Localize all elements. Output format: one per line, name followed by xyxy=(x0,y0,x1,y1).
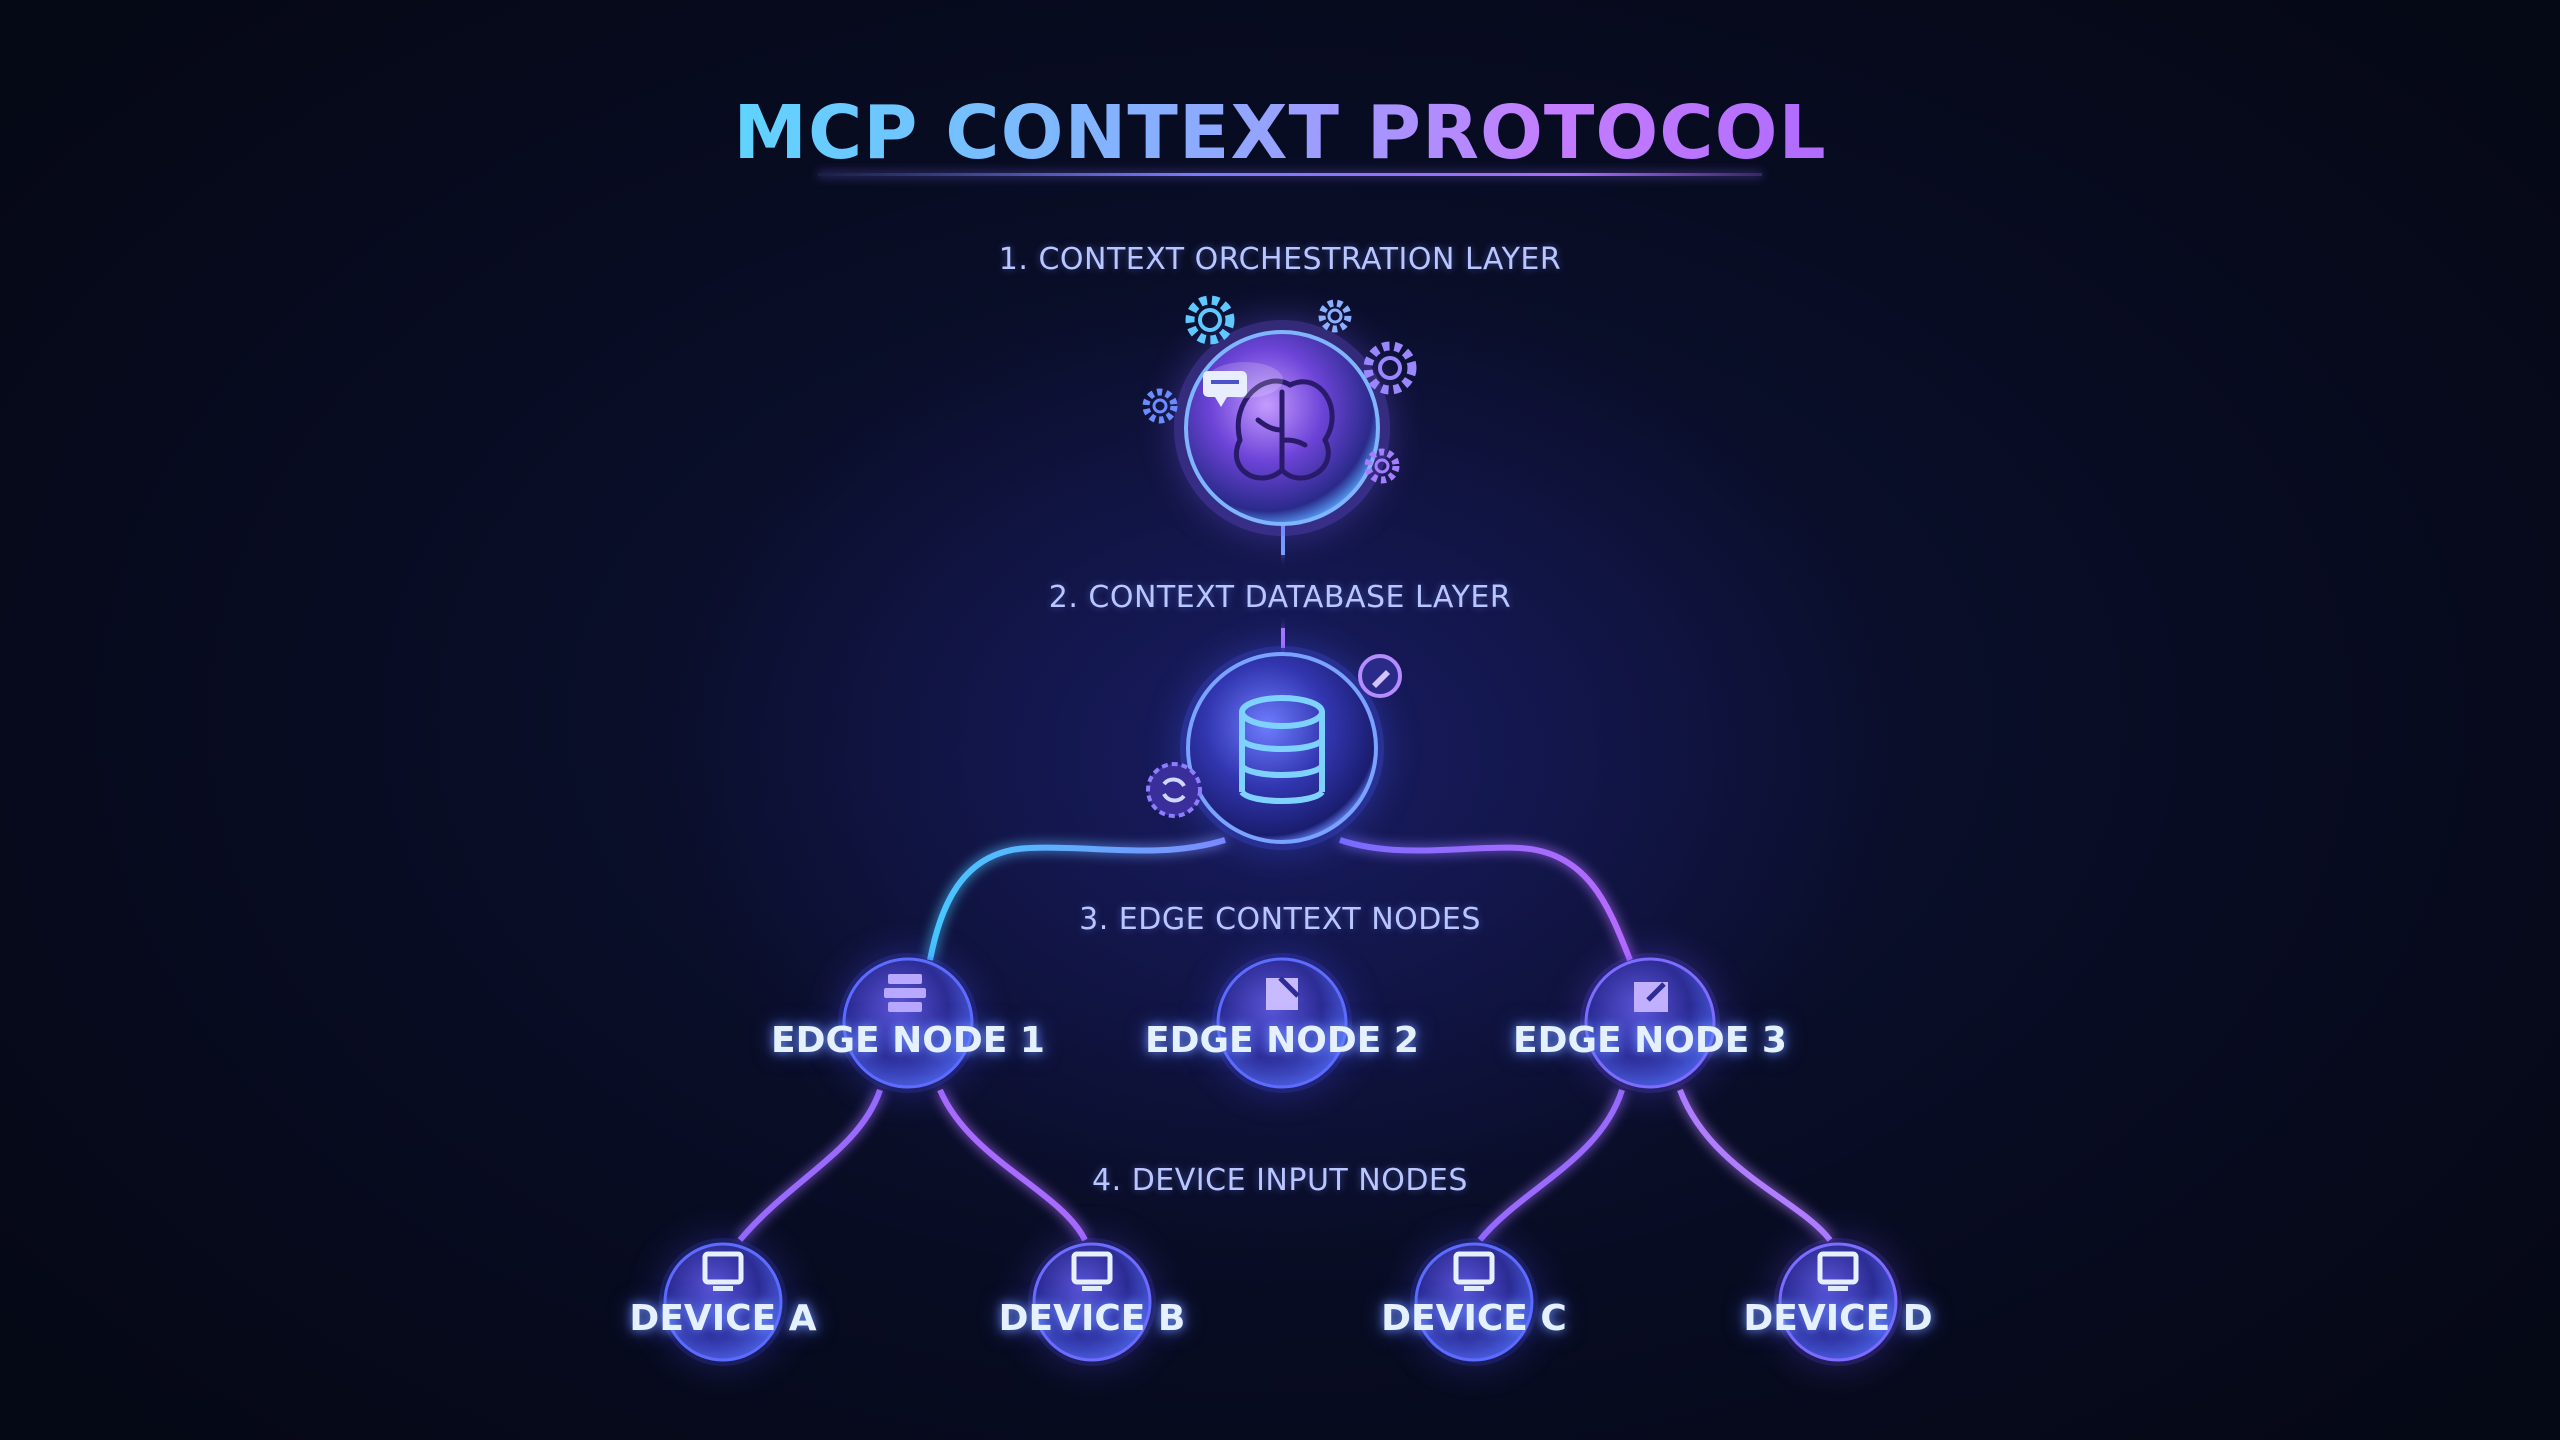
device-c-label: DEVICE C xyxy=(1381,1298,1567,1339)
monitor-icon xyxy=(1071,1251,1113,1291)
layer-label-database: 2. CONTEXT DATABASE LAYER xyxy=(1048,580,1512,615)
layer-label-devices: 4. DEVICE INPUT NODES xyxy=(1092,1163,1468,1198)
orchestrator-node xyxy=(1174,320,1390,536)
device-d-label: DEVICE D xyxy=(1743,1298,1933,1339)
server-icon xyxy=(884,974,926,1012)
edge-node-1-label: EDGE NODE 1 xyxy=(771,1020,1045,1061)
edge-node-2-label: EDGE NODE 2 xyxy=(1145,1020,1419,1061)
connector-edge1-devicea xyxy=(737,1089,883,1242)
device-d-orb xyxy=(1774,1238,1902,1366)
monitor-icon xyxy=(1817,1251,1859,1291)
title-underline xyxy=(818,173,1762,176)
gear-icon xyxy=(1364,448,1400,484)
connector-edge3-devicec xyxy=(1477,1089,1625,1242)
edge-node-3-orb xyxy=(1580,953,1720,1093)
layer-label-edge: 3. EDGE CONTEXT NODES xyxy=(1079,902,1481,937)
box-icon xyxy=(1634,982,1668,1012)
gear-icon xyxy=(1185,295,1235,345)
chat-icon xyxy=(1203,371,1247,407)
layer-label-orchestration: 1. CONTEXT ORCHESTRATION LAYER xyxy=(998,242,1562,277)
monitor-icon xyxy=(702,1251,744,1291)
gear-icon xyxy=(1363,341,1417,395)
edit-icon xyxy=(1358,654,1402,698)
database-node xyxy=(1180,646,1384,850)
device-a-orb xyxy=(659,1238,787,1366)
edge-node-1-orb xyxy=(838,953,978,1093)
device-b-orb xyxy=(1028,1238,1156,1366)
device-b-label: DEVICE B xyxy=(998,1298,1186,1339)
edge-node-3-label: EDGE NODE 3 xyxy=(1513,1020,1787,1061)
database-icon xyxy=(1239,695,1325,804)
page-title-text: MCP CONTEXT PROTOCOL xyxy=(733,90,1827,176)
connector-database-edge1 xyxy=(927,837,1226,961)
gear-icon xyxy=(1318,299,1352,333)
connector-edge3-deviced xyxy=(1677,1088,1833,1242)
sync-icon xyxy=(1146,762,1202,818)
module-icon xyxy=(1266,976,1300,1010)
device-a-label: DEVICE A xyxy=(629,1298,817,1339)
connector-database-edge3 xyxy=(1339,837,1633,962)
brain-icon xyxy=(1233,378,1335,481)
gear-icon xyxy=(1142,388,1178,424)
monitor-icon xyxy=(1453,1251,1495,1291)
connector-edge1-deviceb xyxy=(937,1088,1088,1242)
device-c-orb xyxy=(1410,1238,1538,1366)
page-title: MCP CONTEXT PROTOCOL xyxy=(0,88,2560,178)
edge-node-2-orb xyxy=(1212,953,1352,1093)
